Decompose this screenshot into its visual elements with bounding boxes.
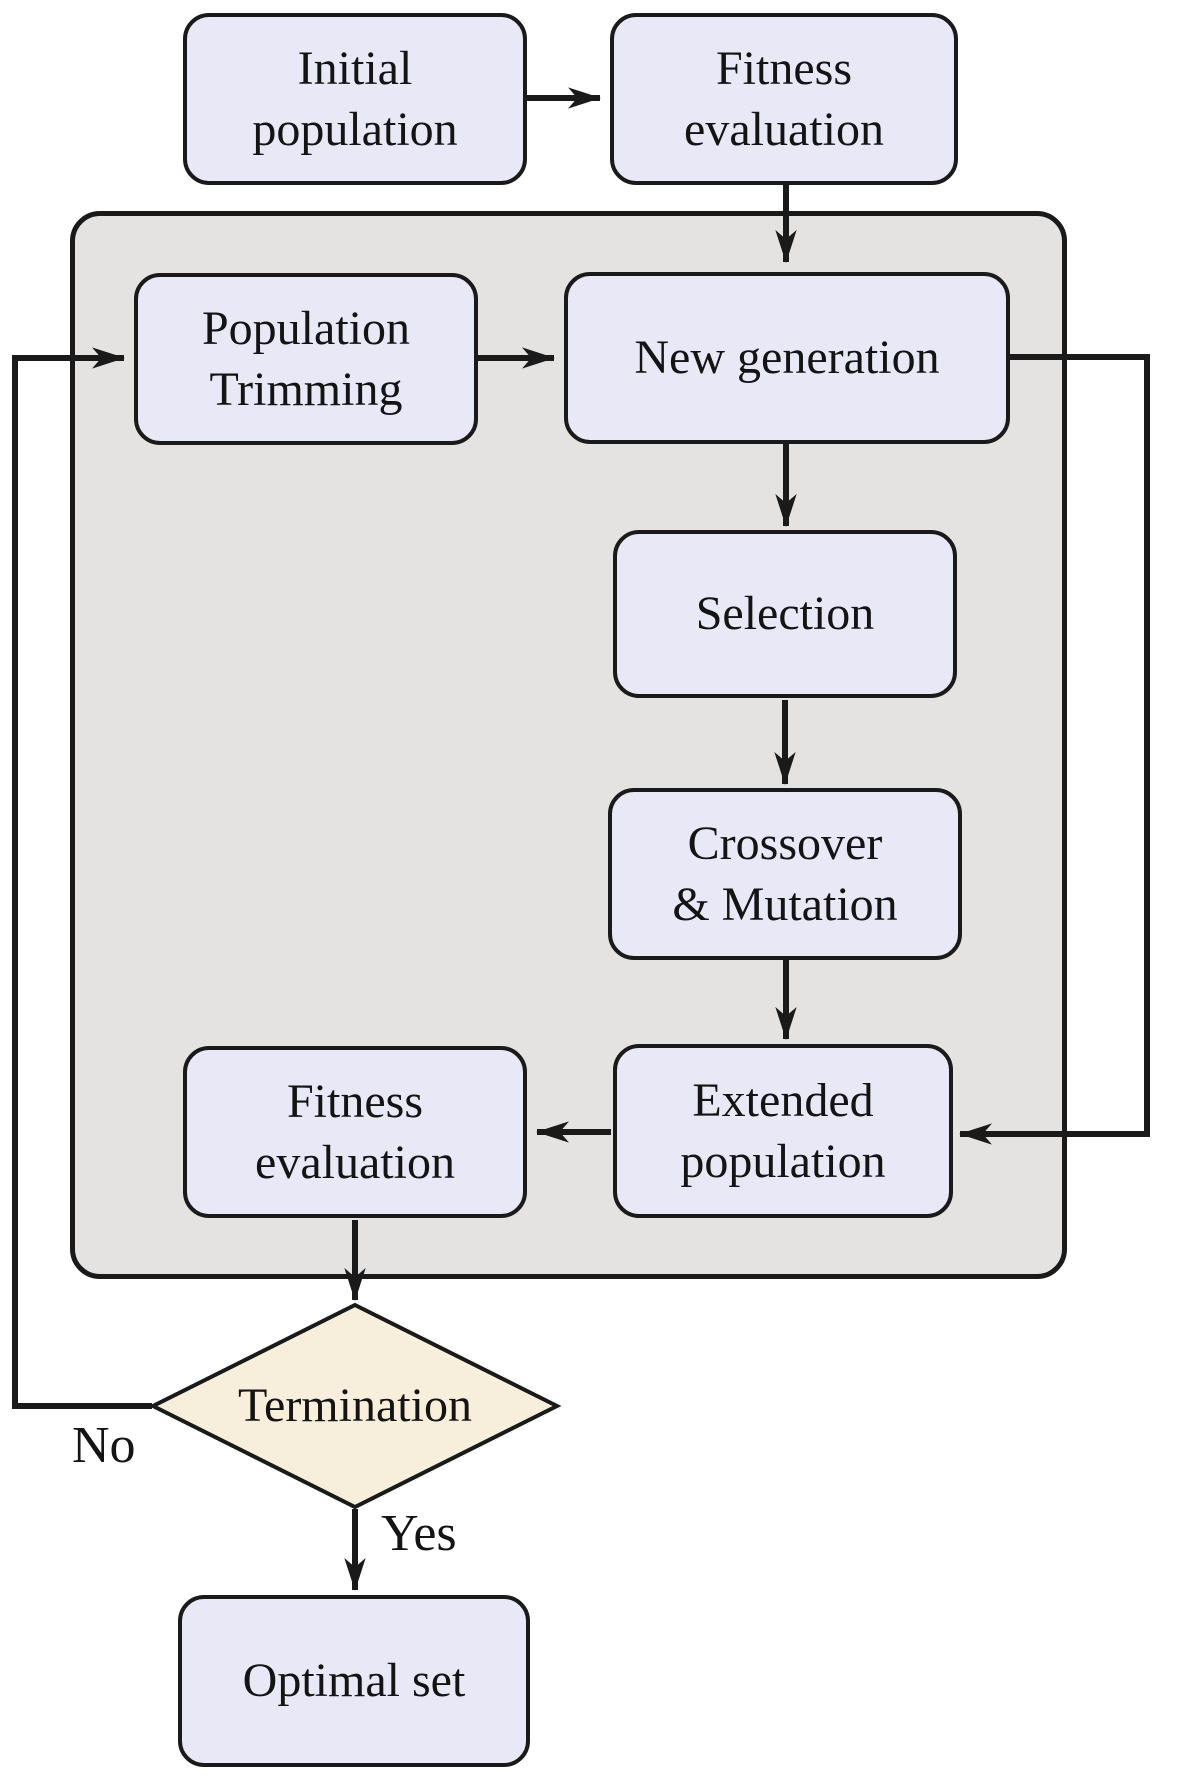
node-extended-population: Extended population	[613, 1044, 953, 1218]
node-termination-label: Termination	[238, 1379, 472, 1433]
node-selection-label: Selection	[695, 587, 875, 641]
node-population-trimming-label: Population Trimming	[201, 301, 410, 416]
node-extended-population-label: Extended population	[680, 1073, 886, 1188]
node-termination: Termination	[153, 1305, 557, 1507]
node-initial-population: Initial population	[183, 13, 527, 185]
node-new-generation-label: New generation	[634, 331, 940, 385]
node-fitness-evaluation-inner-label: Fitness evaluation	[255, 1074, 455, 1189]
node-crossover-mutation-label: Crossover & Mutation	[672, 816, 898, 931]
node-fitness-evaluation-top-label: Fitness evaluation	[684, 41, 884, 156]
termination-diamond	[148, 1302, 562, 1510]
node-fitness-evaluation-top: Fitness evaluation	[610, 13, 958, 185]
node-crossover-mutation: Crossover & Mutation	[608, 788, 962, 960]
node-initial-population-label: Initial population	[252, 41, 458, 156]
node-new-generation: New generation	[564, 272, 1010, 444]
no-branch-label: No	[72, 1417, 136, 1474]
node-optimal-set-label: Optimal set	[242, 1654, 466, 1708]
new-generation-bypass-line	[959, 354, 1150, 1145]
node-fitness-evaluation-inner: Fitness evaluation	[183, 1046, 527, 1218]
no-loop-line	[12, 347, 152, 1409]
node-selection: Selection	[613, 530, 957, 698]
yes-branch-label: Yes	[381, 1505, 457, 1562]
node-optimal-set: Optimal set	[178, 1595, 530, 1767]
node-population-trimming: Population Trimming	[134, 273, 478, 445]
